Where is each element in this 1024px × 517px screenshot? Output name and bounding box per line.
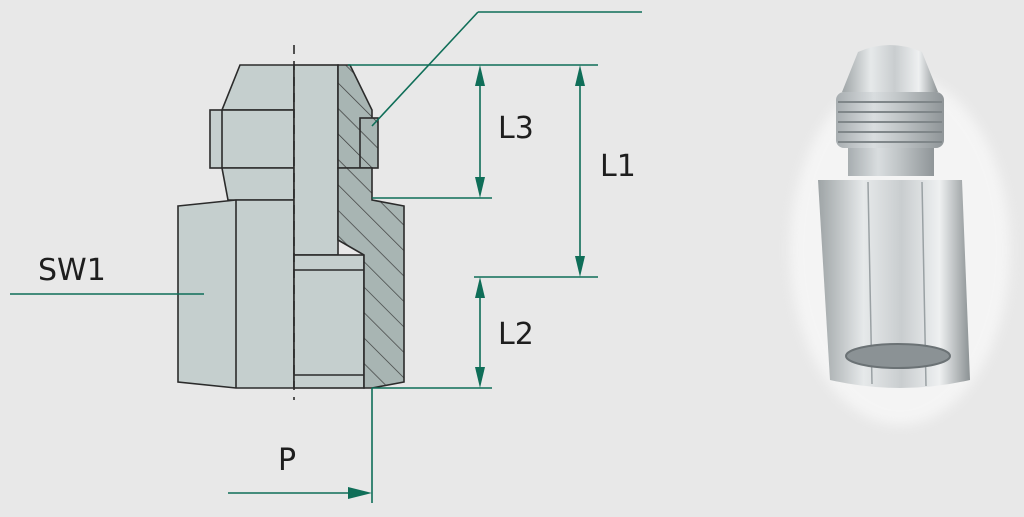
product-photo <box>790 45 1010 425</box>
label-p: P <box>278 443 296 478</box>
label-sw1: SW1 <box>38 253 106 288</box>
label-l2: L2 <box>498 317 534 352</box>
dimension-arrowheads <box>348 65 585 499</box>
label-l3: L3 <box>498 111 534 146</box>
fitting-outer-view <box>177 64 295 389</box>
dimension-lines <box>10 11 642 503</box>
fitting-section-view <box>293 64 405 389</box>
label-l1: L1 <box>600 149 636 184</box>
